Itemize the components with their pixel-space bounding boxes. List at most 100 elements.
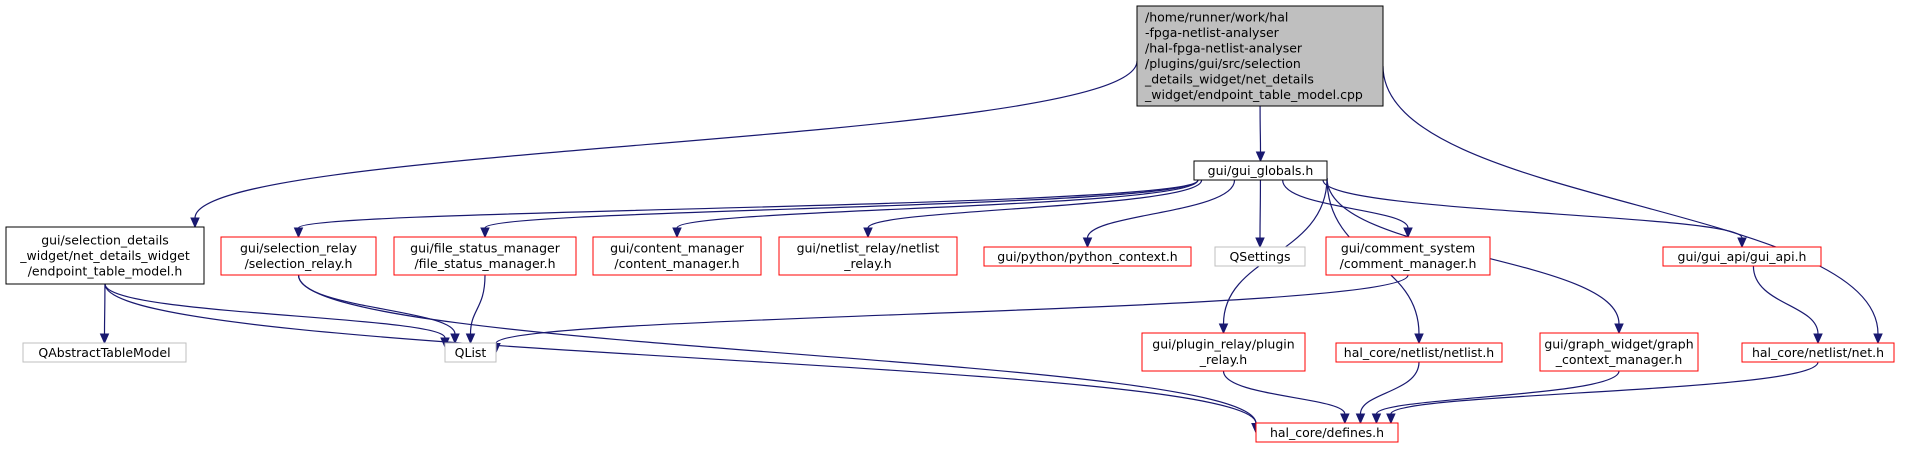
edge-selection-relay-to-qlist bbox=[297, 274, 460, 345]
arrowhead bbox=[1386, 413, 1396, 425]
node-label-line: gui/comment_system bbox=[1341, 241, 1475, 256]
edge-root-to-net-h bbox=[1382, 65, 1883, 345]
arrowhead bbox=[293, 227, 304, 239]
node-label-line: /plugins/gui/src/selection bbox=[1145, 56, 1301, 71]
edge-endpoint-model-h-to-qlist bbox=[104, 283, 450, 349]
edge-gui-globals-to-qsettings bbox=[1255, 179, 1265, 249]
node-label-line: hal_core/defines.h bbox=[1270, 425, 1384, 440]
node-label-line: gui/plugin_relay/plugin bbox=[1152, 337, 1294, 352]
node-gui-api[interactable]: gui/gui_api/gui_api.h bbox=[1662, 246, 1822, 267]
node-box bbox=[220, 236, 377, 276]
edge-line bbox=[495, 274, 1409, 345]
edge-layer bbox=[99, 60, 1883, 434]
node-label-line: gui/python/python_context.h bbox=[997, 249, 1177, 264]
node-label-line: QList bbox=[455, 345, 487, 360]
node-defines-h[interactable]: hal_core/defines.h bbox=[1255, 422, 1399, 443]
node-python-context[interactable]: gui/python/python_context.h bbox=[983, 246, 1192, 267]
node-label-line: _details_widget/net_details bbox=[1144, 72, 1314, 87]
arrowhead bbox=[1614, 323, 1624, 335]
edge-line bbox=[104, 283, 446, 339]
node-label-line: QAbstractTableModel bbox=[38, 345, 170, 360]
edge-endpoint-model-h-to-qabstracttablemodel bbox=[99, 283, 110, 345]
node-box bbox=[1741, 342, 1895, 363]
edge-line bbox=[297, 274, 456, 335]
node-layer: /home/runner/work/hal-fpga-netlist-analy… bbox=[5, 5, 1895, 443]
node-net-h[interactable]: hal_core/netlist/net.h bbox=[1741, 342, 1895, 363]
edge-line bbox=[1375, 370, 1620, 415]
node-qsettings[interactable]: QSettings bbox=[1214, 246, 1306, 267]
edge-selection-relay-to-defines-h bbox=[297, 274, 1261, 434]
node-label-line: QSettings bbox=[1229, 249, 1290, 264]
node-netlist-relay[interactable]: gui/netlist_relay/netlist_relay.h bbox=[778, 236, 958, 276]
node-box bbox=[1193, 160, 1328, 181]
edge-gui-api-to-net-h bbox=[1752, 265, 1823, 345]
edge-gui-globals-to-netlist-relay bbox=[863, 179, 1203, 239]
edge-netlist-h-to-defines-h bbox=[1355, 361, 1420, 425]
node-box bbox=[983, 246, 1192, 267]
edge-file-status-to-qlist bbox=[465, 274, 486, 345]
node-label-line: gui/content_manager bbox=[610, 241, 745, 256]
edge-gui-globals-to-gui-api bbox=[1322, 179, 1747, 249]
node-selection-relay[interactable]: gui/selection_relay/selection_relay.h bbox=[220, 236, 377, 276]
node-box bbox=[5, 226, 205, 285]
edge-line bbox=[1222, 370, 1346, 415]
node-label-line: gui/file_status_manager bbox=[410, 241, 561, 256]
arrowhead bbox=[480, 227, 490, 239]
edge-gui-globals-to-comment-manager bbox=[1282, 179, 1413, 239]
node-box bbox=[592, 236, 762, 276]
edge-line bbox=[1752, 265, 1819, 335]
arrowhead bbox=[99, 333, 110, 345]
arrowhead bbox=[1873, 333, 1883, 345]
arrowhead bbox=[1403, 227, 1413, 239]
edge-line bbox=[1322, 179, 1743, 239]
edge-line bbox=[297, 274, 1257, 424]
node-comment-manager[interactable]: gui/comment_system/comment_manager.h bbox=[1325, 236, 1491, 276]
edge-plugin-relay-to-defines-h bbox=[1222, 370, 1350, 425]
arrowhead bbox=[1082, 237, 1093, 249]
edge-gui-globals-to-python-context bbox=[1082, 179, 1236, 249]
node-box bbox=[22, 342, 187, 363]
node-qlist[interactable]: QList bbox=[444, 342, 497, 363]
edge-graph-context-to-defines-h bbox=[1371, 370, 1620, 425]
node-box bbox=[1141, 332, 1306, 372]
node-label-line: gui/selection_details bbox=[41, 232, 169, 247]
node-box bbox=[444, 342, 497, 363]
node-box bbox=[1662, 246, 1822, 267]
arrowhead bbox=[1255, 237, 1265, 249]
node-graph-context[interactable]: gui/graph_widget/graph_context_manager.h bbox=[1539, 332, 1699, 372]
node-label-line: gui/gui_api/gui_api.h bbox=[1678, 249, 1807, 264]
node-box bbox=[1136, 5, 1384, 107]
node-content-manager[interactable]: gui/content_manager/content_manager.h bbox=[592, 236, 762, 276]
edge-line bbox=[194, 60, 1138, 219]
node-label-line: hal_core/netlist/net.h bbox=[1752, 345, 1884, 360]
node-label-line: _widget/net_details_widget bbox=[19, 248, 190, 263]
node-root[interactable]: /home/runner/work/hal-fpga-netlist-analy… bbox=[1136, 5, 1384, 107]
node-label-line: gui/netlist_relay/netlist bbox=[797, 241, 940, 256]
arrowhead bbox=[1371, 413, 1382, 425]
node-gui-globals[interactable]: gui/gui_globals.h bbox=[1193, 160, 1328, 181]
node-box bbox=[1335, 342, 1503, 363]
node-label-line: gui/selection_relay bbox=[240, 241, 358, 256]
edge-line bbox=[1359, 361, 1420, 415]
node-label-line: /endpoint_table_model.h bbox=[28, 263, 183, 278]
arrowhead bbox=[1218, 323, 1229, 335]
edge-net-h-to-defines-h bbox=[1386, 361, 1819, 425]
edge-line bbox=[484, 179, 1199, 229]
node-file-status[interactable]: gui/file_status_manager/file_status_mana… bbox=[393, 236, 577, 276]
node-label-line: /comment_manager.h bbox=[1340, 256, 1477, 271]
edge-line bbox=[1390, 361, 1819, 415]
arrowhead bbox=[1414, 333, 1424, 345]
arrowhead bbox=[1355, 413, 1366, 425]
node-qabstracttablemodel[interactable]: QAbstractTableModel bbox=[22, 342, 187, 363]
node-netlist-h[interactable]: hal_core/netlist/netlist.h bbox=[1335, 342, 1503, 363]
arrowhead bbox=[1737, 237, 1747, 249]
node-label-line: hal_core/netlist/netlist.h bbox=[1344, 345, 1494, 360]
arrowhead bbox=[450, 333, 460, 345]
node-plugin-relay[interactable]: gui/plugin_relay/plugin_relay.h bbox=[1141, 332, 1306, 372]
node-box bbox=[1214, 246, 1306, 267]
edge-line bbox=[1382, 65, 1879, 335]
edge-root-to-endpoint-model-h bbox=[190, 60, 1138, 229]
node-endpoint-model-h[interactable]: gui/selection_details_widget/net_details… bbox=[5, 226, 205, 285]
node-label-line: /hal-fpga-netlist-analyser bbox=[1145, 41, 1303, 56]
